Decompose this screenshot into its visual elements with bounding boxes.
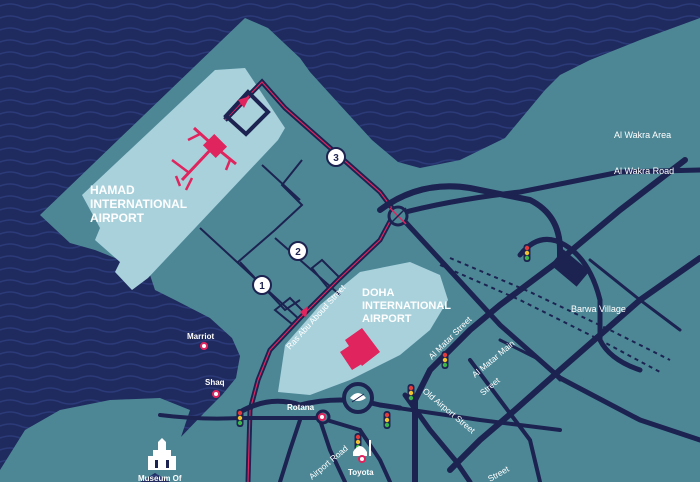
location-dot-icon (200, 342, 366, 463)
doha-airport-label-2: INTERNATIONAL (362, 300, 451, 312)
barwa-village-building (550, 249, 590, 287)
hamad-airport-label-3: AIRPORT (90, 211, 145, 225)
marker-3-label: 3 (333, 153, 339, 164)
museum-label: Museum Of (138, 474, 182, 482)
marker-3[interactable]: 3 (326, 147, 346, 167)
hamad-airport-label-2: INTERNATIONAL (90, 197, 187, 211)
hamad-terminal-building (171, 126, 237, 191)
rotana-label: Rotana (287, 403, 315, 412)
al-wakra-area-label: Al Wakra Area (614, 130, 671, 140)
doha-terminal-building (340, 328, 380, 370)
highlighted-route (223, 78, 398, 482)
shaq-label: Shaq (205, 378, 225, 387)
al-wakra-road-label: Al Wakra Road (614, 166, 674, 176)
hamad-airport-label-1: HAMAD (90, 183, 135, 197)
dashed-lines (439, 257, 671, 373)
marriot-label: Marriot (187, 332, 214, 341)
doha-airport-label-3: AIRPORT (362, 313, 412, 325)
land-mass-west (0, 398, 190, 482)
mosque-icon (353, 440, 371, 456)
emblem-icon (350, 393, 366, 403)
route-arrow-north (238, 96, 250, 108)
marker-1-label: 1 (259, 281, 265, 292)
route-arrow-south (300, 306, 308, 318)
toyota-label: Toyota (348, 468, 374, 477)
barwa-village-label: Barwa Village (571, 304, 626, 314)
doha-airport-area (278, 262, 448, 395)
marker-2[interactable]: 2 (288, 241, 308, 261)
museum-icon (148, 438, 176, 470)
marker-2-label: 2 (295, 247, 301, 258)
marker-1[interactable]: 1 (252, 275, 272, 295)
doha-airport-label-1: DOHA (362, 287, 394, 299)
